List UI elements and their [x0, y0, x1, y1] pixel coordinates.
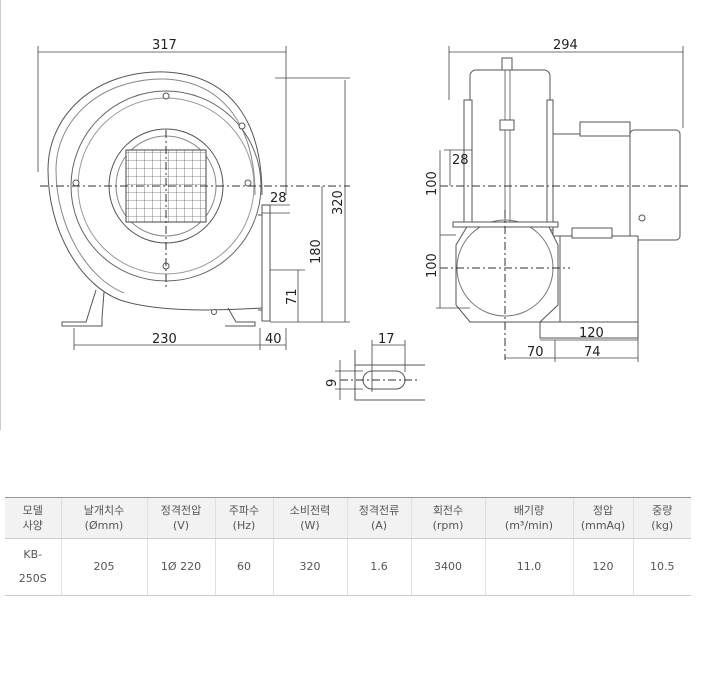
header-weight: 중량(kg) — [632, 497, 691, 539]
cell-rpm: 3400 — [410, 538, 485, 596]
dim-side-74: 74 — [584, 345, 601, 360]
cell-blade-size: 205 — [60, 538, 147, 596]
header-blade-size: 날개치수(Ømm) — [60, 497, 147, 539]
technical-drawing: 317 28 320 180 71 230 40 — [0, 0, 690, 430]
cell-frequency: 60 — [214, 538, 273, 596]
table-row: KB-250S 205 1Ø 220 60 320 1.6 3400 11.0 … — [5, 538, 691, 596]
header-rpm: 회전수(rpm) — [410, 497, 485, 539]
side-dimensions — [436, 46, 684, 362]
header-power: 소비전력(W) — [272, 497, 347, 539]
dim-side-100-top: 100 — [425, 171, 440, 196]
cell-current: 1.6 — [346, 538, 411, 596]
cell-power: 320 — [272, 538, 347, 596]
slot-detail — [335, 340, 425, 401]
dim-base-230: 230 — [152, 332, 177, 347]
dim-side-width: 294 — [553, 38, 578, 53]
cell-voltage: 1Ø 220 — [146, 538, 215, 596]
dim-side-120: 120 — [579, 326, 604, 341]
header-pressure: 정압(mmAq) — [572, 497, 633, 539]
dim-slot-17: 17 — [378, 332, 395, 347]
cell-airflow: 11.0 — [484, 538, 573, 596]
dim-front-width: 317 — [152, 38, 177, 53]
cell-weight: 10.5 — [632, 538, 691, 596]
header-frequency: 주파수(Hz) — [214, 497, 273, 539]
dim-side-28: 28 — [452, 153, 469, 168]
header-current: 정격전류(A) — [346, 497, 411, 539]
dim-slot-9: 9 — [325, 379, 340, 387]
cell-model: KB-250S — [5, 538, 61, 596]
dim-height-180: 180 — [309, 239, 324, 264]
dim-side-70: 70 — [527, 345, 544, 360]
side-view — [440, 57, 690, 360]
dim-height-71: 71 — [285, 288, 300, 305]
dim-front-flange-28: 28 — [270, 191, 287, 206]
header-airflow: 배기량(m³/min) — [484, 497, 573, 539]
header-voltage: 정격전압(V) — [146, 497, 215, 539]
front-view — [40, 71, 350, 327]
dim-side-100-bottom: 100 — [425, 253, 440, 278]
dim-base-40: 40 — [265, 332, 282, 347]
front-dimensions — [37, 46, 350, 350]
cell-pressure: 120 — [572, 538, 633, 596]
dim-height-320: 320 — [331, 190, 346, 215]
